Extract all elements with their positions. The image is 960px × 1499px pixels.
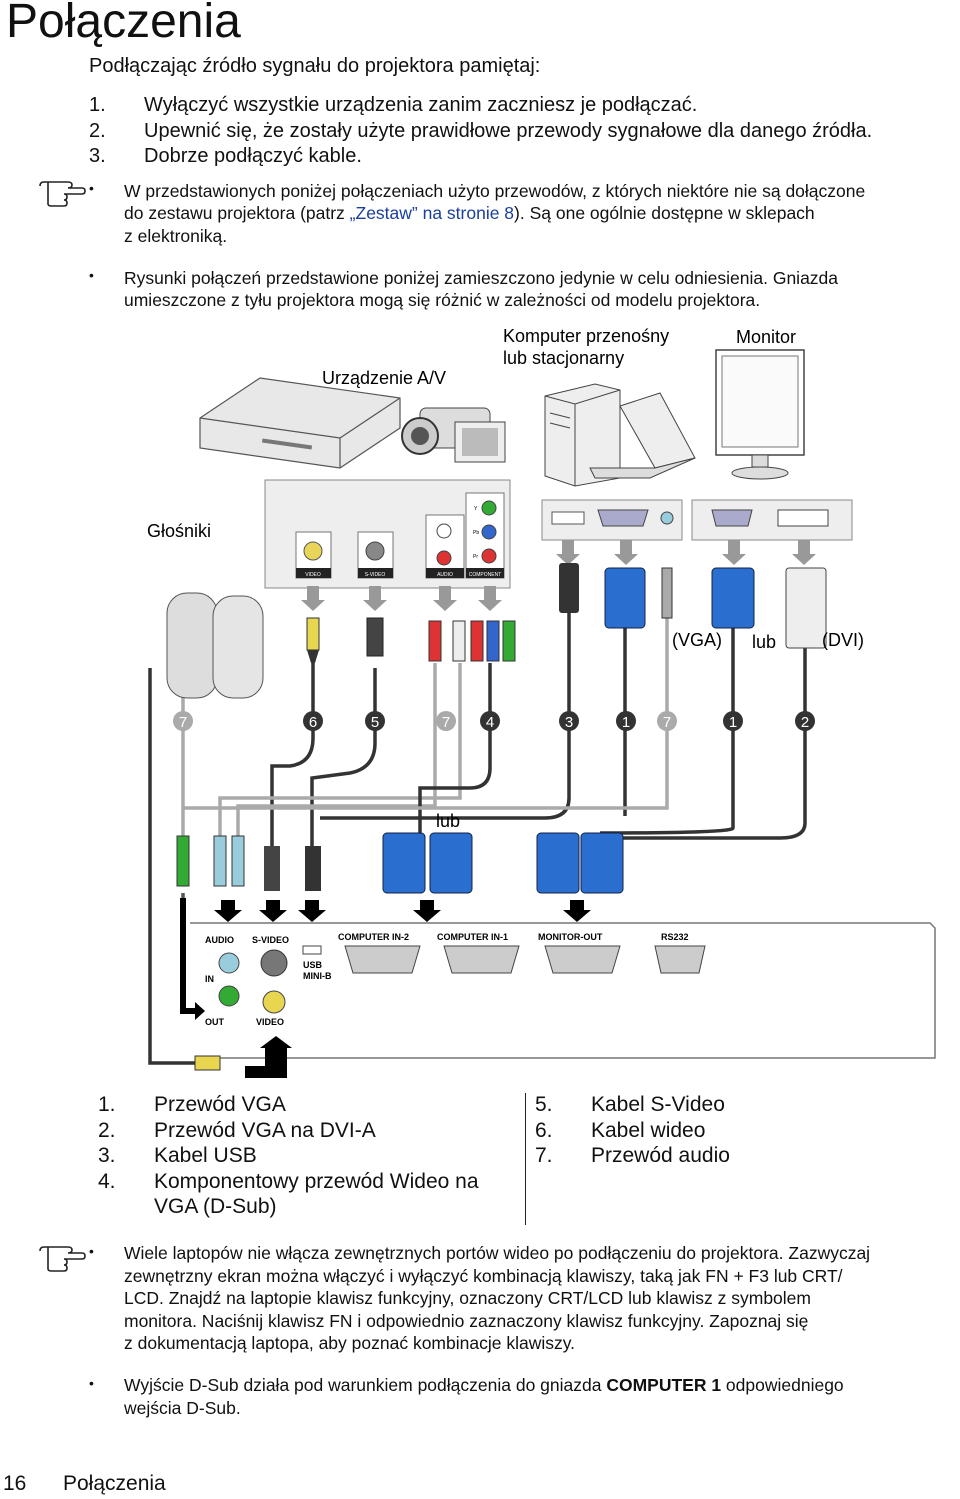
svg-text:COMPONENT: COMPONENT — [469, 572, 502, 578]
svg-text:MONITOR-OUT: MONITOR-OUT — [538, 932, 603, 942]
cable-audio-av-2 — [218, 663, 462, 838]
cable-legend-left: 1.Przewód VGA 2.Przewód VGA na DVI-A 3.K… — [98, 1093, 479, 1221]
monitor-icon — [715, 349, 805, 480]
svg-text:6: 6 — [309, 714, 317, 731]
speakers-label: Głośniki — [147, 521, 211, 541]
svg-text:4: 4 — [486, 714, 494, 731]
list-item: 3.Kabel USB — [98, 1144, 257, 1167]
cable-video — [270, 663, 315, 848]
list-item: 3.Dobrze podłączyć kable. — [89, 145, 362, 167]
cable-audio-pc — [183, 618, 669, 810]
note-paragraph-cont: z elektroniką. — [124, 226, 228, 246]
svg-text:VIDEO: VIDEO — [256, 1017, 284, 1027]
computer-connector-panel — [541, 499, 683, 541]
note-paragraph: Wyjście D-Sub działa pod warunkiem podłą… — [124, 1375, 844, 1418]
svg-text:AUDIO: AUDIO — [205, 935, 234, 945]
monitor-connector-panel — [691, 499, 853, 541]
laptop-icon — [589, 392, 696, 479]
cable-dvi — [600, 648, 807, 840]
list-item: 4.Komponentowy przewód Wideo na — [98, 1169, 479, 1193]
list-item: 1.Przewód VGA — [98, 1093, 286, 1116]
svg-text:IN: IN — [205, 974, 214, 984]
svg-text:MINI-B: MINI-B — [303, 971, 332, 981]
svg-text:RS232: RS232 — [661, 932, 689, 942]
list-item: 1.Wyłączyć wszystkie urządzenia zanim za… — [89, 94, 698, 116]
arrow-icons-upper — [301, 540, 816, 611]
note-paragraph: Rysunki połączeń przedstawione poniżej z… — [124, 268, 839, 288]
page-title: Połączenia — [6, 0, 241, 48]
footer-section: Połączenia — [63, 1472, 166, 1495]
svg-text:3: 3 — [565, 714, 573, 731]
page-reference-link[interactable]: „Zestaw” na stronie 8 — [349, 203, 515, 223]
computer-label: Komputer przenośny — [503, 326, 669, 346]
list-item: 6.Kabel wideo — [535, 1118, 706, 1142]
bullet: • — [89, 267, 94, 283]
connection-diagram: Urządzenie A/V Komputer przenośny lub st… — [147, 326, 936, 1078]
pointing-hand-icon — [39, 181, 86, 207]
bullet: • — [89, 1375, 94, 1391]
svg-text:1: 1 — [622, 714, 630, 731]
svg-text:S-VIDEO: S-VIDEO — [365, 572, 386, 578]
svg-text:5: 5 — [371, 714, 379, 731]
page-number: 16 — [3, 1472, 27, 1495]
steps-list: 1.Wyłączyć wszystkie urządzenia zanim za… — [89, 94, 872, 171]
note-paragraph: Wiele laptopów nie włącza zewnętrznych p… — [124, 1243, 871, 1353]
plug-icons-lower — [176, 832, 624, 894]
bullet: • — [89, 180, 94, 196]
cable-audio-av — [236, 663, 437, 838]
svg-text:7: 7 — [442, 714, 450, 731]
svg-text:2: 2 — [801, 714, 809, 731]
cable-number-markers: 7 6 5 7 4 3 1 7 1 2 — [173, 711, 815, 731]
svg-text:COMPUTER IN-2: COMPUTER IN-2 — [338, 932, 409, 942]
svg-text:Y: Y — [474, 506, 478, 512]
svg-text:1: 1 — [729, 714, 737, 731]
svg-text:7: 7 — [663, 714, 671, 731]
list-item: 7.Przewód audio — [535, 1144, 730, 1167]
av-device-label: Urządzenie A/V — [322, 368, 446, 388]
list-item: 5.Kabel S-Video — [535, 1093, 725, 1116]
av-connector-panel: VIDEO S-VIDEO AUDIO Y Pb Pr COMPONENT — [264, 479, 511, 589]
dvd-player-icon — [199, 377, 401, 469]
or-label-2: lub — [436, 811, 460, 831]
svg-text:Pb: Pb — [473, 530, 479, 536]
vga-label: (VGA) — [672, 630, 722, 650]
cable-svideo — [310, 668, 377, 848]
arrow-icons-lower — [180, 898, 591, 1020]
svg-text:USB: USB — [303, 960, 323, 970]
list-item: VGA (D-Sub) — [154, 1195, 277, 1218]
note-paragraph-cont: do zestawu projektora (patrz „Zestaw” na… — [124, 203, 815, 223]
plug-icons-upper — [166, 563, 827, 699]
intro-text: Podłączając źródło sygnału do projektora… — [89, 55, 541, 77]
projector-connector-panel: AUDIO IN OUT S-VIDEO VIDEO USB MINI-B CO… — [190, 922, 936, 1059]
svg-text:7: 7 — [179, 714, 187, 731]
note-paragraph-cont: umieszczone z tyłu projektora mogą się r… — [124, 290, 761, 310]
list-item: 2.Przewód VGA na DVI-A — [98, 1118, 376, 1142]
computer-label-2: lub stacjonarny — [503, 348, 624, 368]
cable-component — [418, 663, 492, 833]
svg-text:AUDIO: AUDIO — [437, 572, 453, 578]
cable-usb — [320, 608, 571, 820]
bullet: • — [89, 1243, 94, 1259]
svg-text:Pr: Pr — [473, 554, 478, 560]
cable-legend-right: 5.Kabel S-Video 6.Kabel wideo 7.Przewód … — [535, 1093, 730, 1170]
cable-vga-monitor — [599, 618, 735, 835]
legend-divider — [525, 1093, 526, 1225]
or-label: lub — [752, 632, 776, 652]
dvi-label: (DVI) — [822, 630, 864, 650]
monitor-label: Monitor — [736, 327, 796, 347]
list-item: 2.Upewnić się, że zostały użyte prawidło… — [89, 119, 873, 142]
cable-video-out — [148, 668, 195, 1065]
svg-text:VIDEO: VIDEO — [305, 572, 321, 578]
svg-text:OUT: OUT — [205, 1017, 225, 1027]
note-paragraph: W przedstawionych poniżej połączeniach u… — [124, 181, 866, 201]
svg-text:S-VIDEO: S-VIDEO — [252, 935, 289, 945]
arrow-icon — [245, 1036, 292, 1078]
pointing-hand-icon — [39, 1246, 86, 1272]
svg-text:COMPUTER IN-1: COMPUTER IN-1 — [437, 932, 508, 942]
camcorder-icon — [401, 407, 506, 463]
